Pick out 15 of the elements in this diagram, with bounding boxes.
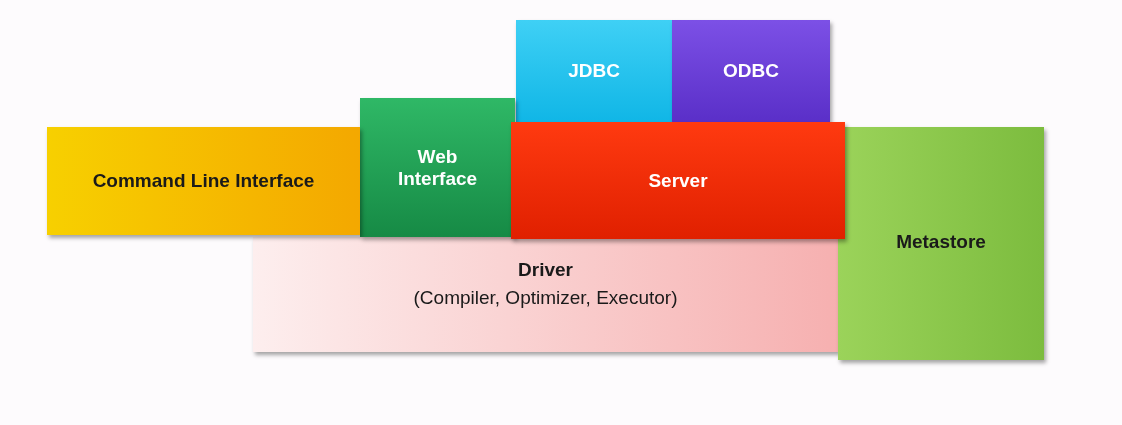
block-label: Metastore bbox=[895, 231, 987, 253]
block-description: (Compiler, Optimizer, Executor) bbox=[413, 287, 678, 309]
layer-block bbox=[47, 127, 360, 235]
layer-block bbox=[516, 20, 672, 122]
layer-block bbox=[511, 122, 845, 239]
layer-block bbox=[672, 20, 830, 122]
layer-block bbox=[360, 98, 515, 237]
layer-block bbox=[253, 237, 838, 352]
block-label: Web Interface bbox=[396, 145, 479, 190]
block-label: Driver bbox=[517, 259, 574, 281]
block-label: Server bbox=[647, 169, 709, 192]
block-label: ODBC bbox=[722, 60, 780, 82]
layer-block bbox=[838, 127, 1044, 360]
block-label: Command Line Interface bbox=[91, 170, 316, 192]
block-label: JDBC bbox=[567, 60, 621, 82]
